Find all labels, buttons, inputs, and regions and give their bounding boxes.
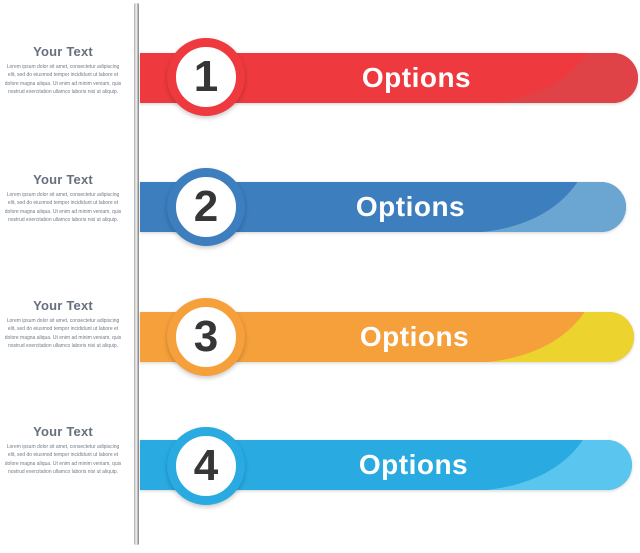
step-number: 3 bbox=[193, 312, 219, 361]
step-number: 1 bbox=[193, 52, 219, 101]
step-number: 2 bbox=[193, 182, 219, 231]
step-number-badge-3: 3 bbox=[167, 298, 245, 376]
side-text-block-1: Your Text Lorem ipsum dolor sit amet, co… bbox=[4, 44, 122, 96]
option-label: Options bbox=[358, 449, 469, 480]
side-heading: Your Text bbox=[33, 424, 93, 439]
vertical-divider bbox=[134, 3, 139, 545]
swoosh-accent bbox=[482, 182, 626, 232]
side-body-placeholder: Lorem ipsum dolor sit amet, consectetur … bbox=[4, 64, 122, 95]
side-heading: Your Text bbox=[33, 44, 93, 59]
side-body-placeholder: Lorem ipsum dolor sit amet, consectetur … bbox=[4, 444, 122, 475]
side-text-block-4: Your Text Lorem ipsum dolor sit amet, co… bbox=[4, 424, 122, 476]
side-body-placeholder: Lorem ipsum dolor sit amet, consectetur … bbox=[4, 318, 122, 349]
side-text-block-2: Your Text Lorem ipsum dolor sit amet, co… bbox=[4, 172, 122, 224]
option-label: Options bbox=[361, 62, 472, 93]
swoosh-accent bbox=[486, 440, 632, 490]
side-heading: Your Text bbox=[33, 172, 93, 187]
step-number-badge-4: 4 bbox=[167, 427, 245, 505]
swoosh-accent bbox=[490, 53, 638, 103]
option-label: Options bbox=[359, 321, 470, 352]
step-number-badge-2: 2 bbox=[167, 168, 245, 246]
side-text-block-3: Your Text Lorem ipsum dolor sit amet, co… bbox=[4, 298, 122, 350]
side-body-placeholder: Lorem ipsum dolor sit amet, consectetur … bbox=[4, 192, 122, 223]
step-number: 4 bbox=[193, 441, 219, 490]
option-label: Options bbox=[355, 191, 466, 222]
step-number-badge-1: 1 bbox=[167, 38, 245, 116]
swoosh-accent bbox=[487, 312, 634, 362]
side-heading: Your Text bbox=[33, 298, 93, 313]
